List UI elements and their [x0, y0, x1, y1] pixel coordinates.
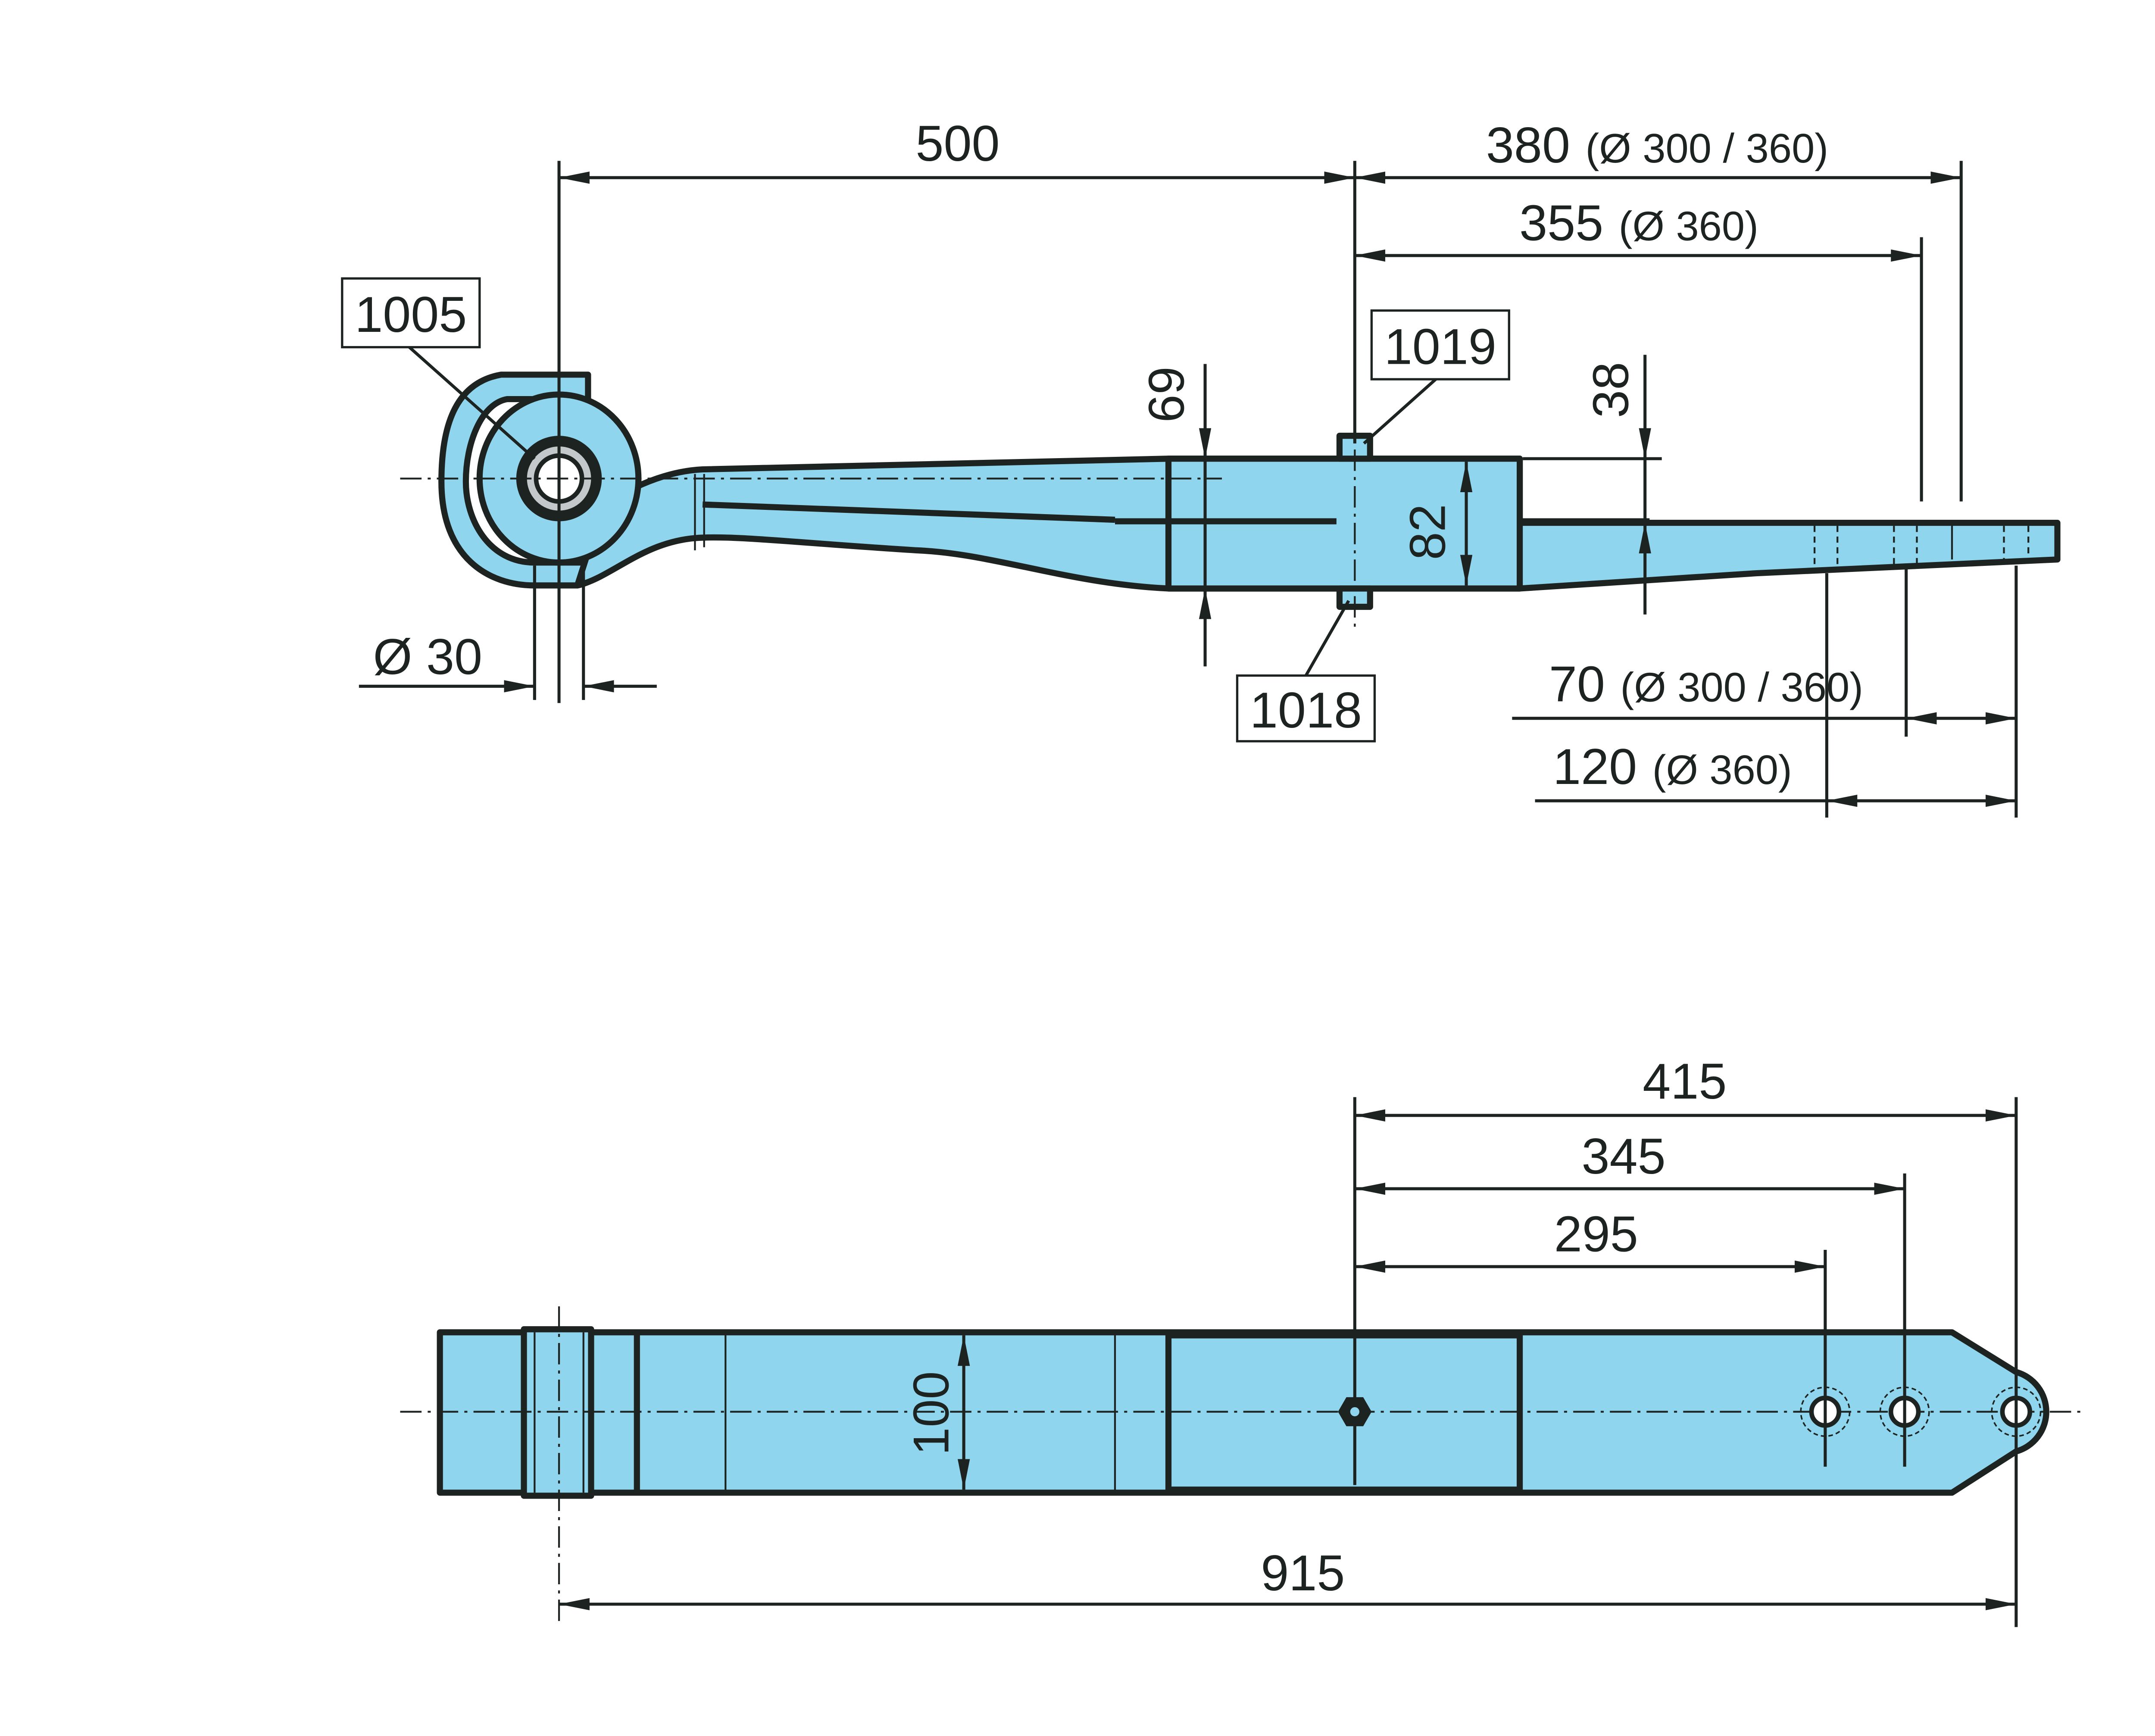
dim-70: 70(Ø 300 / 360): [1549, 656, 1863, 712]
dim-915: 915: [1261, 1545, 1345, 1601]
top-view: 415 345 295 100 915: [400, 1053, 2085, 1627]
dim-380: 380(Ø 300 / 360): [1486, 117, 1828, 173]
part-label-1019: 1019: [1384, 318, 1496, 375]
dim-415: 415: [1643, 1053, 1727, 1109]
dim-38: 38: [1583, 362, 1639, 418]
dim-500: 500: [915, 115, 999, 172]
dim-diameter-30: Ø 30: [373, 628, 483, 685]
side-view: 500 380(Ø 300 / 360) 355(Ø 360) 69 38 82…: [341, 115, 2061, 818]
leaf-separation-line: [702, 501, 1115, 523]
dim-120: 120(Ø 360): [1553, 738, 1792, 795]
dim-295: 295: [1554, 1205, 1638, 1262]
part-label-1005: 1005: [355, 286, 467, 343]
dim-69: 69: [1138, 366, 1194, 422]
dim-100: 100: [903, 1371, 959, 1455]
dim-82: 82: [1399, 504, 1455, 560]
dim-355: 355(Ø 360): [1519, 194, 1758, 251]
part-label-1018: 1018: [1250, 682, 1362, 738]
dim-345: 345: [1582, 1128, 1666, 1184]
